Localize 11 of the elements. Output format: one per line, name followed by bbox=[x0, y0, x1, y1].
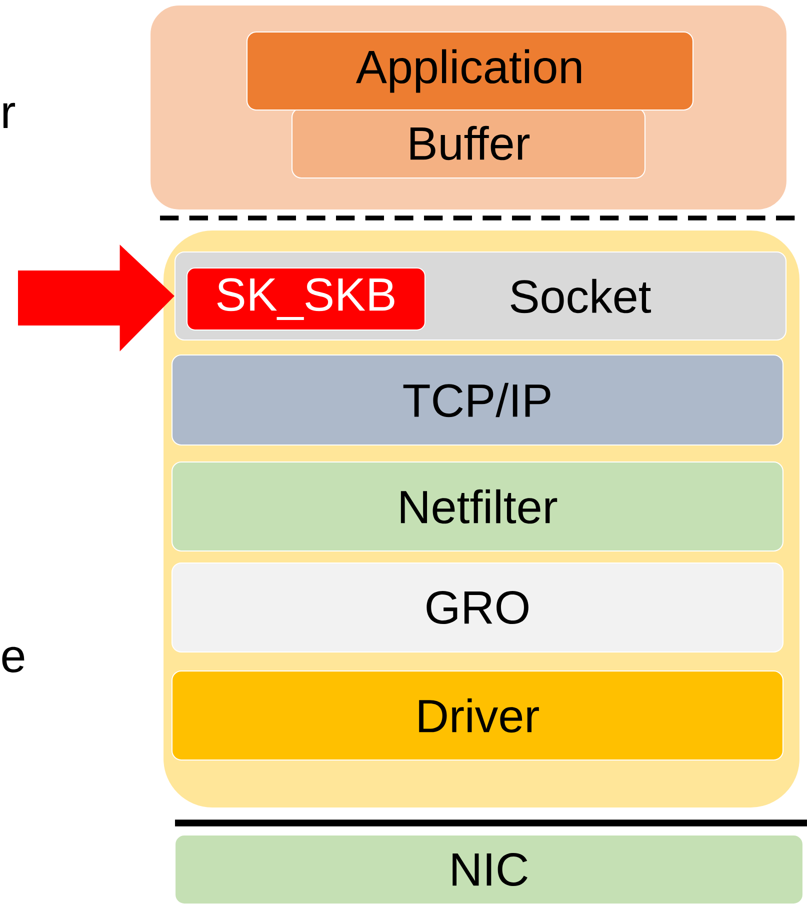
layer-box: Application bbox=[246, 31, 694, 111]
hook-badge: SK_SKB bbox=[186, 267, 426, 331]
block-arrow bbox=[18, 244, 174, 352]
side-label: r bbox=[3, 102, 16, 128]
layer-box: Driver bbox=[171, 670, 784, 761]
layer-box: Buffer bbox=[291, 107, 646, 179]
layer-box: GRO bbox=[171, 562, 784, 653]
layer-box: NIC bbox=[174, 834, 804, 904]
layer-box: Netfilter bbox=[171, 461, 784, 552]
layer-box: TCP/IP bbox=[171, 354, 784, 446]
side-label: e bbox=[2, 646, 24, 672]
